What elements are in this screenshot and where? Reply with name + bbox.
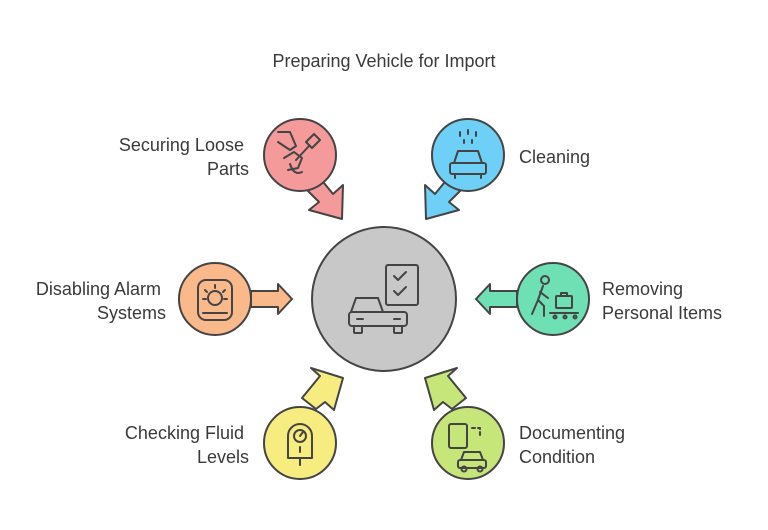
- gauge-icon: [287, 423, 313, 466]
- cleaning-label: Cleaning: [519, 147, 590, 167]
- cleaning-label-line-1: Cleaning: [519, 147, 590, 167]
- car-document-icon: [448, 423, 487, 473]
- securing-label: Securing Loose Parts: [119, 135, 249, 179]
- alarm-icon: [197, 279, 233, 321]
- center-circle: [311, 226, 457, 372]
- step-cleaning: Cleaning: [431, 118, 590, 192]
- documenting-label-line-2: Condition: [519, 447, 595, 467]
- car-checklist-icon: [348, 264, 419, 334]
- documenting-label: Documenting Condition: [519, 423, 630, 467]
- step-removing-personal-items: Removing Personal Items: [516, 262, 722, 336]
- step-documenting-condition: Documenting Condition: [431, 406, 630, 480]
- disabling-circle: [178, 262, 252, 336]
- checking-label: Checking Fluid Levels: [125, 423, 249, 467]
- arrow-checking: [301, 367, 344, 411]
- removing-label-line-1: Removing: [602, 279, 683, 299]
- disabling-label: Disabling Alarm Systems: [36, 279, 166, 323]
- step-disabling-alarm: Disabling Alarm Systems: [36, 262, 252, 336]
- documenting-label-line-1: Documenting: [519, 423, 625, 443]
- center-node: [311, 226, 457, 372]
- securing-label-line-2: Parts: [207, 159, 249, 179]
- checking-label-line-2: Levels: [197, 447, 249, 467]
- arrow-disabling: [250, 283, 293, 315]
- disabling-label-line-2: Systems: [97, 303, 166, 323]
- diagram-title: Preparing Vehicle for Import: [272, 51, 495, 71]
- step-securing-loose-parts: Securing Loose Parts: [119, 118, 337, 192]
- arrows: [250, 171, 518, 411]
- car-wash-icon: [449, 129, 487, 179]
- removing-circle: [516, 262, 590, 336]
- checking-label-line-1: Checking Fluid: [125, 423, 244, 443]
- removing-label: Removing Personal Items: [602, 279, 722, 323]
- removing-label-line-2: Personal Items: [602, 303, 722, 323]
- securing-label-line-1: Securing Loose: [119, 135, 244, 155]
- tools-icon: [277, 131, 321, 174]
- person-luggage-icon: [531, 275, 579, 320]
- arrow-documenting: [424, 367, 467, 411]
- disabling-label-line-1: Disabling Alarm: [36, 279, 161, 299]
- arrow-removing: [475, 283, 518, 315]
- step-checking-fluid-levels: Checking Fluid Levels: [125, 406, 337, 480]
